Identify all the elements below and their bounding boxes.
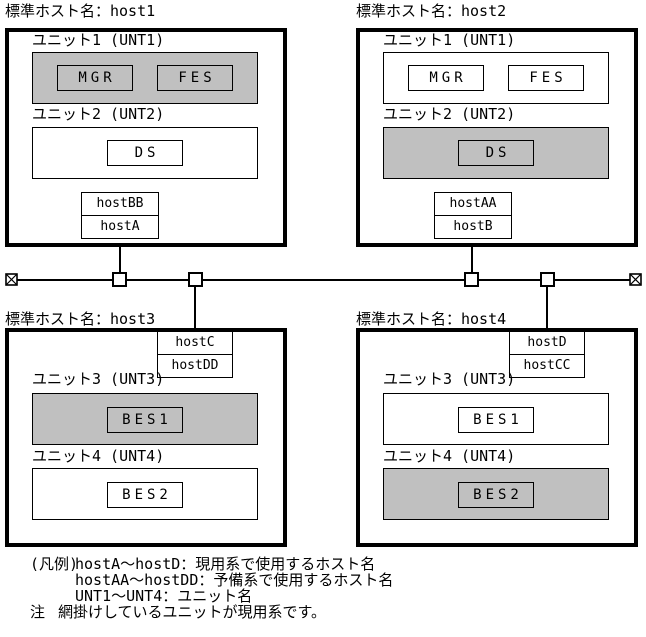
- host3-standby-name: hostDD: [157, 354, 233, 378]
- host2-unit1-label: ユニット1 (UNT1): [383, 31, 516, 49]
- legend-line-standby-hosts: hostAA〜hostDD：予備系で使用するホスト名: [75, 571, 394, 589]
- host3-unit4-box: BES2: [32, 468, 258, 520]
- host1-active-name: hostA: [81, 215, 159, 239]
- host2-hostname-stack: hostAA hostB: [434, 192, 512, 239]
- host2-unit2-box: DS: [383, 127, 609, 179]
- host2-unit2-label: ユニット2 (UNT2): [383, 105, 516, 123]
- host3-unit3-box: BES1: [32, 393, 258, 445]
- component-ds: DS: [458, 140, 534, 166]
- host2-title: 標準ホスト名：host2: [356, 2, 507, 20]
- host3-active-name: hostC: [157, 331, 233, 355]
- component-bes2: BES2: [107, 482, 183, 508]
- host3-drop-line: [194, 287, 196, 328]
- component-bes2: BES2: [458, 482, 534, 508]
- component-ds: DS: [107, 140, 183, 166]
- host4-unit4-box: BES2: [383, 468, 609, 520]
- bus-connector-host1: [112, 272, 127, 287]
- component-fes: FES: [508, 65, 584, 91]
- host4-unit4-label: ユニット4 (UNT4): [383, 447, 516, 465]
- host2-drop-line: [471, 246, 473, 273]
- bus-connector-host4: [540, 272, 555, 287]
- host1-unit1-label: ユニット1 (UNT1): [32, 31, 165, 49]
- legend-line-active-hosts: hostA〜hostD：現用系で使用するホスト名: [75, 555, 376, 573]
- host1-unit1-box: MGR FES: [32, 52, 258, 104]
- host4-standby-name: hostCC: [509, 354, 585, 378]
- host4-title: 標準ホスト名：host4: [356, 310, 507, 328]
- component-mgr: MGR: [57, 65, 133, 91]
- note-text: 網掛けしているユニットが現用系です。: [58, 603, 327, 621]
- host3-unit3-label: ユニット3 (UNT3): [32, 370, 165, 388]
- component-bes1: BES1: [458, 407, 534, 433]
- legend-line-unit-names: UNT1〜UNT4：ユニット名: [75, 587, 253, 605]
- host1-hostname-stack: hostBB hostA: [81, 192, 159, 239]
- left-terminator-icon: [5, 273, 18, 286]
- host4-unit3-label: ユニット3 (UNT3): [383, 370, 516, 388]
- host1-drop-line: [119, 246, 121, 273]
- component-fes: FES: [157, 65, 233, 91]
- host1-unit2-box: DS: [32, 127, 258, 179]
- legend-heading: (凡例): [30, 555, 79, 573]
- host1-unit2-label: ユニット2 (UNT2): [32, 105, 165, 123]
- component-bes1: BES1: [107, 407, 183, 433]
- right-terminator-icon: [629, 273, 642, 286]
- host1-title: 標準ホスト名：host1: [5, 2, 156, 20]
- host1-standby-name: hostBB: [81, 192, 159, 216]
- host4-unit3-box: BES1: [383, 393, 609, 445]
- host4-drop-line: [546, 287, 548, 328]
- host2-standby-name: hostAA: [434, 192, 512, 216]
- host4-active-name: hostD: [509, 331, 585, 355]
- host2-unit1-box: MGR FES: [383, 52, 609, 104]
- host3-title: 標準ホスト名：host3: [5, 310, 156, 328]
- host2-active-name: hostB: [434, 215, 512, 239]
- bus-connector-host2: [464, 272, 479, 287]
- host3-hostname-stack: hostC hostDD: [157, 331, 233, 378]
- bus-connector-host3: [188, 272, 203, 287]
- host4-hostname-stack: hostD hostCC: [509, 331, 585, 378]
- bus-line: [16, 279, 631, 281]
- component-mgr: MGR: [408, 65, 484, 91]
- note-label: 注: [30, 603, 46, 621]
- host3-unit4-label: ユニット4 (UNT4): [32, 447, 165, 465]
